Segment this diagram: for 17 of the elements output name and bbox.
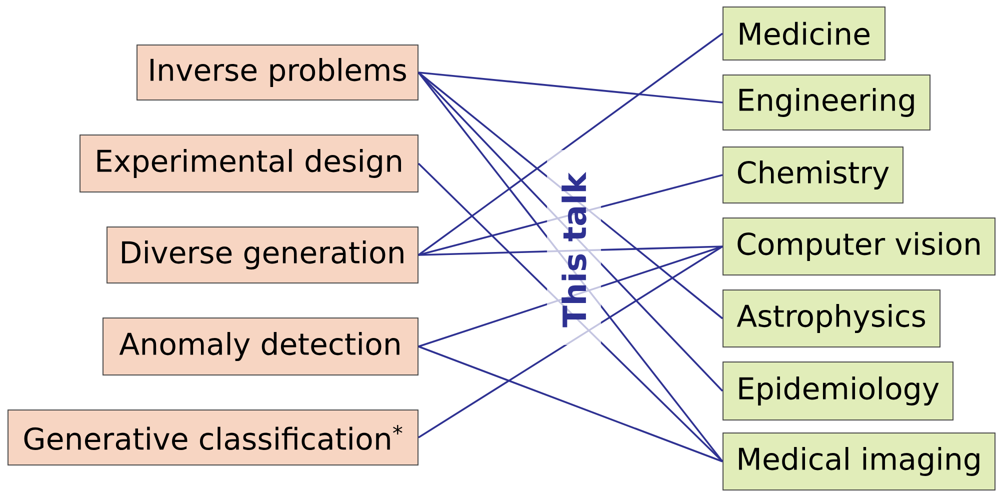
label-box: Computer vision xyxy=(722,218,996,276)
rotated-label: This talk xyxy=(562,172,586,328)
label-box: Anomaly detection xyxy=(102,318,418,376)
connector-line xyxy=(418,72,723,104)
connector-line xyxy=(418,32,724,256)
label-box: Experimental design xyxy=(80,134,418,192)
label-box: Diverse generation xyxy=(106,226,418,284)
connector-line xyxy=(418,246,723,438)
label-box: Inverse problems xyxy=(136,44,418,100)
label-box: Chemistry xyxy=(722,146,904,204)
label-box: Astrophysics xyxy=(722,290,940,348)
label-box: Engineering xyxy=(722,74,931,130)
label-box: Generative classification$^{*}$ xyxy=(8,410,418,466)
label-box: Medicine xyxy=(722,6,886,60)
label-box: Medical imaging xyxy=(722,432,996,490)
connector-line xyxy=(418,346,723,462)
label-box: Epidemiology xyxy=(722,362,954,420)
